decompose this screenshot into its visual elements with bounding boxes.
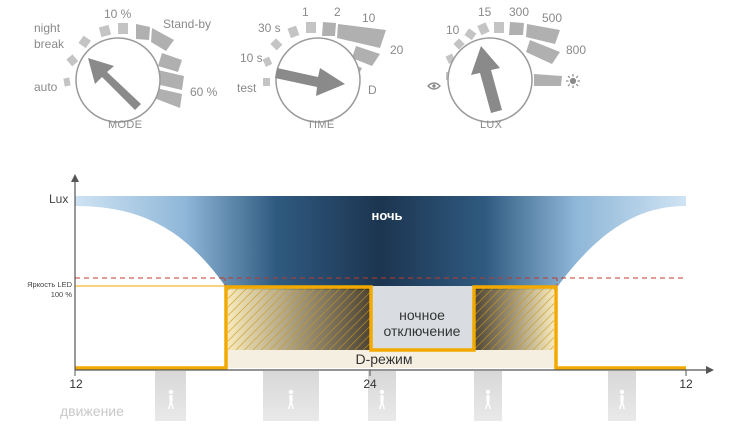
lux-dial-scale [445,22,562,86]
person-walking-icon [288,389,294,409]
night-lux-area [75,196,686,290]
x-tick-label-mid: 24 [363,377,377,391]
time-label-20: 20 [390,43,404,57]
x-tick-label-end: 12 [679,377,693,391]
mode-pointer-arrow-icon [88,58,141,110]
motion-label: движение [60,403,124,419]
time-dial-scale [262,22,386,86]
person-walking-icon [485,389,491,409]
lux-label-500: 500 [542,11,562,25]
mode-dial-name: MODE [108,119,142,131]
led-brightness-percent: 100 % [51,290,73,299]
led-brightness-profile [75,285,686,370]
time-label-1: 1 [302,5,309,19]
mode-label-standby: Stand-by [163,17,211,31]
lux-label-300: 300 [509,5,529,19]
night-off-label-line1: ночное [399,307,445,323]
led-hatch-right-lines [474,286,554,350]
mode-label-night: night [34,21,61,35]
lux-dial[interactable]: 10 15 300 500 800 LUX [427,5,586,131]
y-axis-arrow-icon [71,174,79,182]
night-off-box [371,286,474,350]
time-label-10: 10 [362,11,376,25]
night-label: ночь [371,208,402,223]
night-off-label-line2: отключение [384,323,461,339]
time-label-d: D [368,83,377,97]
time-label-30s: 30 s [258,21,281,35]
person-walking-icons [168,389,625,409]
y-axis-label: Lux [49,192,68,206]
lux-label-10: 10 [446,23,460,37]
mode-label-auto: auto [34,80,58,94]
person-walking-icon [379,389,385,409]
mode-knob[interactable] [75,37,161,123]
time-pointer-arrow-icon [275,68,345,96]
led-hatch-left-lines [228,286,370,350]
mode-dial[interactable]: night break auto 10 % Stand-by 60 % MODE [34,7,218,131]
mode-dial-scale [63,23,184,108]
lux-label-15: 15 [478,5,492,19]
lux-pointer-arrow-icon [471,46,502,113]
lux-dial-name: LUX [480,119,503,131]
moon-icon [432,50,441,63]
mode-label-break: break [34,37,65,51]
x-tick-label-start: 12 [69,377,83,391]
motion-columns [155,371,636,421]
time-label-2: 2 [334,5,341,19]
eye-icon [427,82,441,90]
lux-label-800: 800 [566,43,586,57]
mode-label-60-percent: 60 % [190,85,218,99]
time-dial-name: TIME [307,119,334,131]
x-axis-arrow-icon [706,366,714,374]
time-label-10s: 10 s [240,51,263,65]
d-mode-strip [225,350,556,368]
person-walking-icon [168,389,174,409]
time-label-test: test [237,81,257,95]
time-dial[interactable]: 30 s 10 s test 1 2 10 20 D TIME [237,5,404,131]
person-walking-icon [619,389,625,409]
mode-label-10-percent: 10 % [104,7,132,21]
d-mode-label: D-режим [356,351,413,367]
sun-icon [566,74,580,88]
led-brightness-label: Яркость LED [27,280,72,289]
